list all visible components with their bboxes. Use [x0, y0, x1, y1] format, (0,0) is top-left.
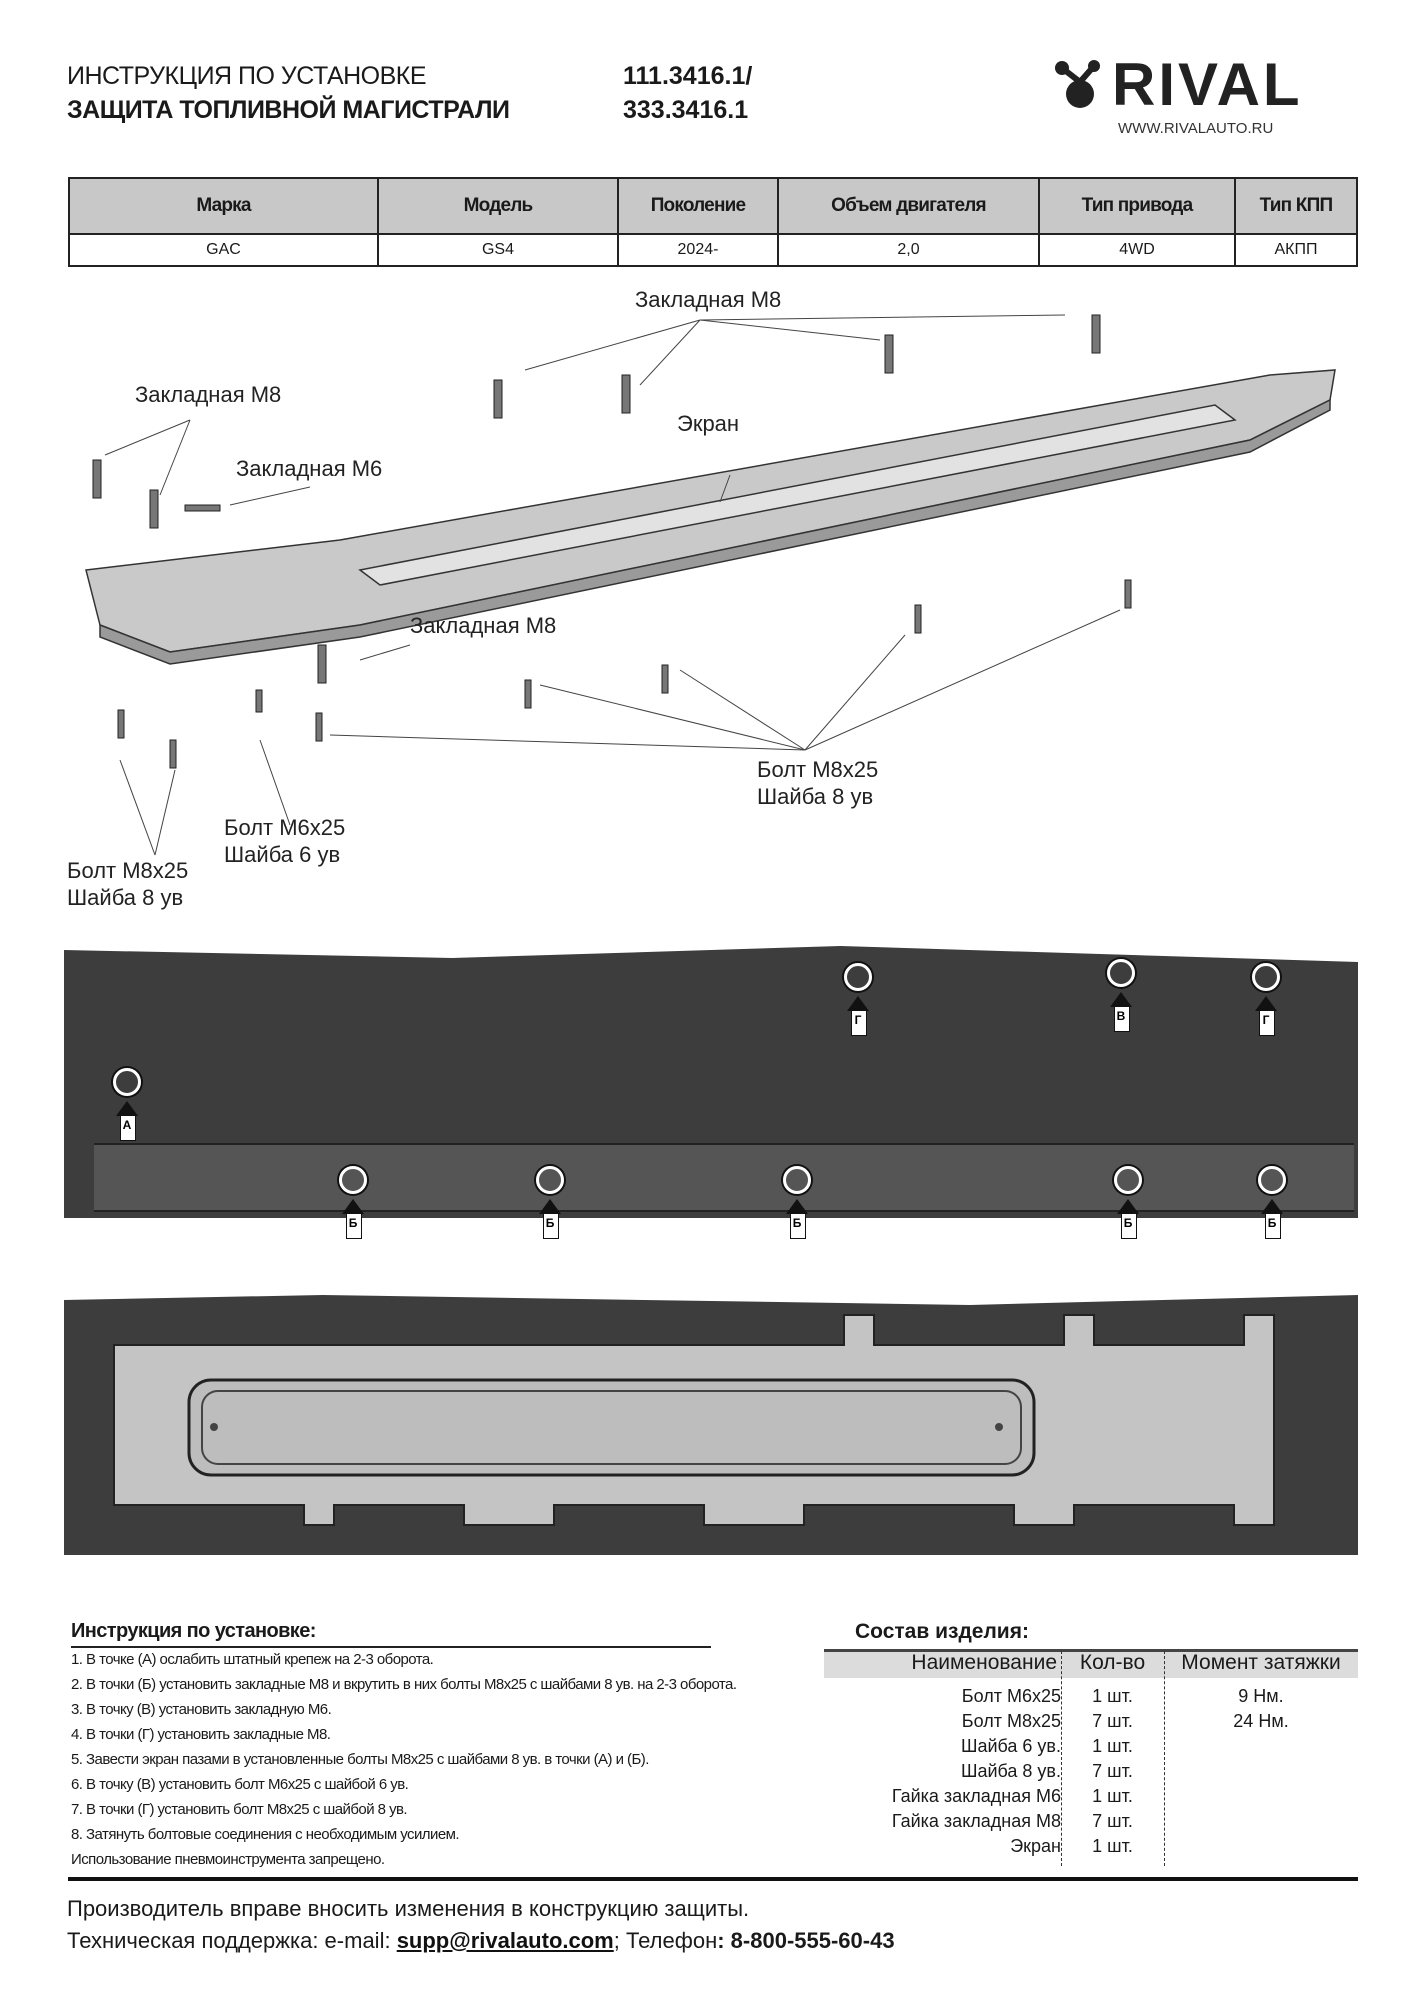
point-a-marker — [113, 1068, 141, 1096]
support-label: Техническая поддержка: e-mail: — [67, 1928, 397, 1953]
item-name: Болт М8х25 — [961, 1711, 1061, 1731]
label-insert-m6: Закладная M6 — [236, 456, 383, 481]
value-drive: 4WD — [1038, 233, 1236, 267]
item-name: Шайба 6 ув. — [960, 1736, 1061, 1756]
header-generation: Поколение — [617, 177, 779, 235]
item-torque: 9 Нм. — [1238, 1686, 1284, 1706]
phone-number: : 8-800-555-60-43 — [717, 1928, 895, 1953]
instruction-step: 4. В точки (Г) установить закладные М8. — [71, 1726, 331, 1743]
phone-label: ; Телефон — [613, 1928, 718, 1953]
doc-subtitle: ЗАЩИТА ТОПЛИВНОЙ МАГИСТРАЛИ — [67, 96, 510, 124]
underbody-photo-points: Г В Г А Б Б Б Б Б — [64, 938, 1358, 1266]
underbody-photo-installed — [64, 1285, 1358, 1555]
label-insert-m8-left: Закладная M8 — [135, 382, 282, 407]
label-insert-m8-top: Закладная M8 — [635, 287, 782, 312]
point-b-2-marker — [536, 1166, 564, 1194]
item-name: Гайка закладная М6 — [891, 1786, 1061, 1806]
doc-title: ИНСТРУКЦИЯ ПО УСТАНОВКЕ — [67, 62, 427, 90]
item-name: Гайка закладная М8 — [891, 1811, 1061, 1831]
item-qty: 7 шт. — [1092, 1711, 1133, 1731]
header-name: Наименование — [911, 1651, 1057, 1674]
instruction-step: 6. В точку (В) установить болт М6х25 с ш… — [71, 1776, 409, 1793]
logo-emblem-icon — [1055, 60, 1100, 108]
item-qty: 7 шт. — [1092, 1761, 1133, 1781]
part-number-1: 111.3416.1/ — [623, 62, 753, 90]
footer-divider — [68, 1877, 1358, 1881]
website-url[interactable]: WWW.RIVALAUTO.RU — [1118, 120, 1274, 137]
composition-header-bar — [824, 1649, 1358, 1678]
header-gearbox: Тип КПП — [1234, 177, 1358, 235]
instructions-title: Инструкция по установке: — [71, 1620, 316, 1642]
part-number-2: 333.3416.1 — [623, 96, 749, 124]
item-name: Болт М6х25 — [961, 1686, 1061, 1706]
label-line: Болт M6x25 — [224, 815, 346, 840]
header-model: Модель — [377, 177, 619, 235]
instruction-step: 1. В точке (А) ослабить штатный крепеж н… — [71, 1651, 434, 1668]
instruction-step: 3. В точку (В) установить закладную М6. — [71, 1701, 332, 1718]
point-b-1-marker — [339, 1166, 367, 1194]
point-b-5-marker — [1258, 1166, 1286, 1194]
item-qty: 1 шт. — [1092, 1836, 1133, 1856]
disclaimer: Производитель вправе вносить изменения в… — [67, 1896, 750, 1921]
value-generation: 2024- — [617, 233, 779, 267]
label-screen: Экран — [677, 411, 740, 436]
item-torque: 24 Нм. — [1233, 1711, 1289, 1731]
item-name: Экран — [1010, 1836, 1061, 1856]
label-line: Болт M8x25 — [757, 757, 879, 782]
header-engine: Объем двигателя — [777, 177, 1040, 235]
header-qty: Кол-во — [1079, 1651, 1146, 1674]
item-qty: 1 шт. — [1092, 1686, 1133, 1706]
installed-screen — [113, 1314, 1275, 1526]
item-name: Шайба 8 ув. — [960, 1761, 1061, 1781]
point-b-4-marker — [1114, 1166, 1142, 1194]
column-divider — [1164, 1651, 1165, 1866]
label-line: Шайба 6 ув — [224, 842, 341, 867]
leader-lines — [104, 314, 1121, 856]
support-line: Техническая поддержка: e-mail: supp@riva… — [67, 1928, 895, 1954]
divider — [71, 1646, 711, 1648]
header-torque: Момент затяжки — [1181, 1651, 1341, 1674]
instruction-step: 5. Завести экран пазами в установленные … — [71, 1751, 649, 1768]
item-qty: 1 шт. — [1092, 1786, 1133, 1806]
header-drive: Тип привода — [1038, 177, 1236, 235]
screen-plate — [85, 369, 1336, 665]
instruction-step: 2. В точки (Б) установить закладные М8 и… — [71, 1676, 737, 1693]
instruction-step: 8. Затянуть болтовые соединения с необхо… — [71, 1826, 460, 1843]
value-brand: GAC — [68, 233, 379, 267]
composition-title: Состав изделия: — [855, 1620, 1029, 1643]
vehicle-spec-table: Марка Модель Поколение Объем двигателя Т… — [68, 177, 1358, 267]
header-brand: Марка — [68, 177, 379, 235]
point-g-2-marker — [1252, 963, 1280, 991]
logo-text: RIVAL — [1112, 51, 1303, 118]
value-engine: 2,0 — [777, 233, 1040, 267]
instruction-step: 7. В точки (Г) установить болт М8х25 с ш… — [71, 1801, 408, 1818]
exploded-diagram — [85, 314, 1336, 856]
point-v-marker — [1107, 959, 1135, 987]
point-b-3-marker — [783, 1166, 811, 1194]
column-divider — [1061, 1651, 1062, 1866]
label-insert-m8-mid: Закладная M8 — [410, 613, 557, 638]
item-qty: 7 шт. — [1092, 1811, 1133, 1831]
fastener-parts — [92, 314, 1132, 769]
label-line: Болт M8x25 — [67, 858, 189, 883]
point-g-1-marker — [844, 963, 872, 991]
label-line: Шайба 8 ув — [67, 885, 184, 910]
instruction-warning: Использование пневмоинструмента запрещен… — [71, 1851, 385, 1868]
label-line: Шайба 8 ув — [757, 784, 874, 809]
item-qty: 1 шт. — [1092, 1736, 1133, 1756]
value-gearbox: АКПП — [1234, 233, 1358, 267]
support-email-link[interactable]: supp@rivalauto.com — [396, 1928, 614, 1953]
value-model: GS4 — [377, 233, 619, 267]
rival-logo: RIVAL — [1052, 51, 1358, 118]
